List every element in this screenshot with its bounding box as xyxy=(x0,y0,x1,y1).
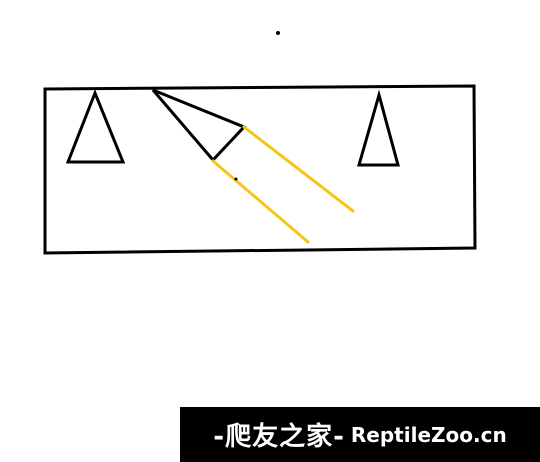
watermark-banner: -爬友之家- ReptileZoo.cn xyxy=(180,407,540,462)
light-beam-lower xyxy=(211,159,310,244)
lamp-fixture xyxy=(151,88,247,163)
enclosure-rectangle xyxy=(43,84,477,255)
watermark-site-text: ReptileZoo.cn xyxy=(350,422,507,447)
left-triangle xyxy=(65,88,126,164)
stray-dot xyxy=(276,31,280,35)
right-triangle xyxy=(357,89,400,167)
stray-mark xyxy=(234,177,238,181)
light-beam-upper xyxy=(242,125,355,213)
watermark-chinese-text: -爬友之家- xyxy=(213,422,345,452)
